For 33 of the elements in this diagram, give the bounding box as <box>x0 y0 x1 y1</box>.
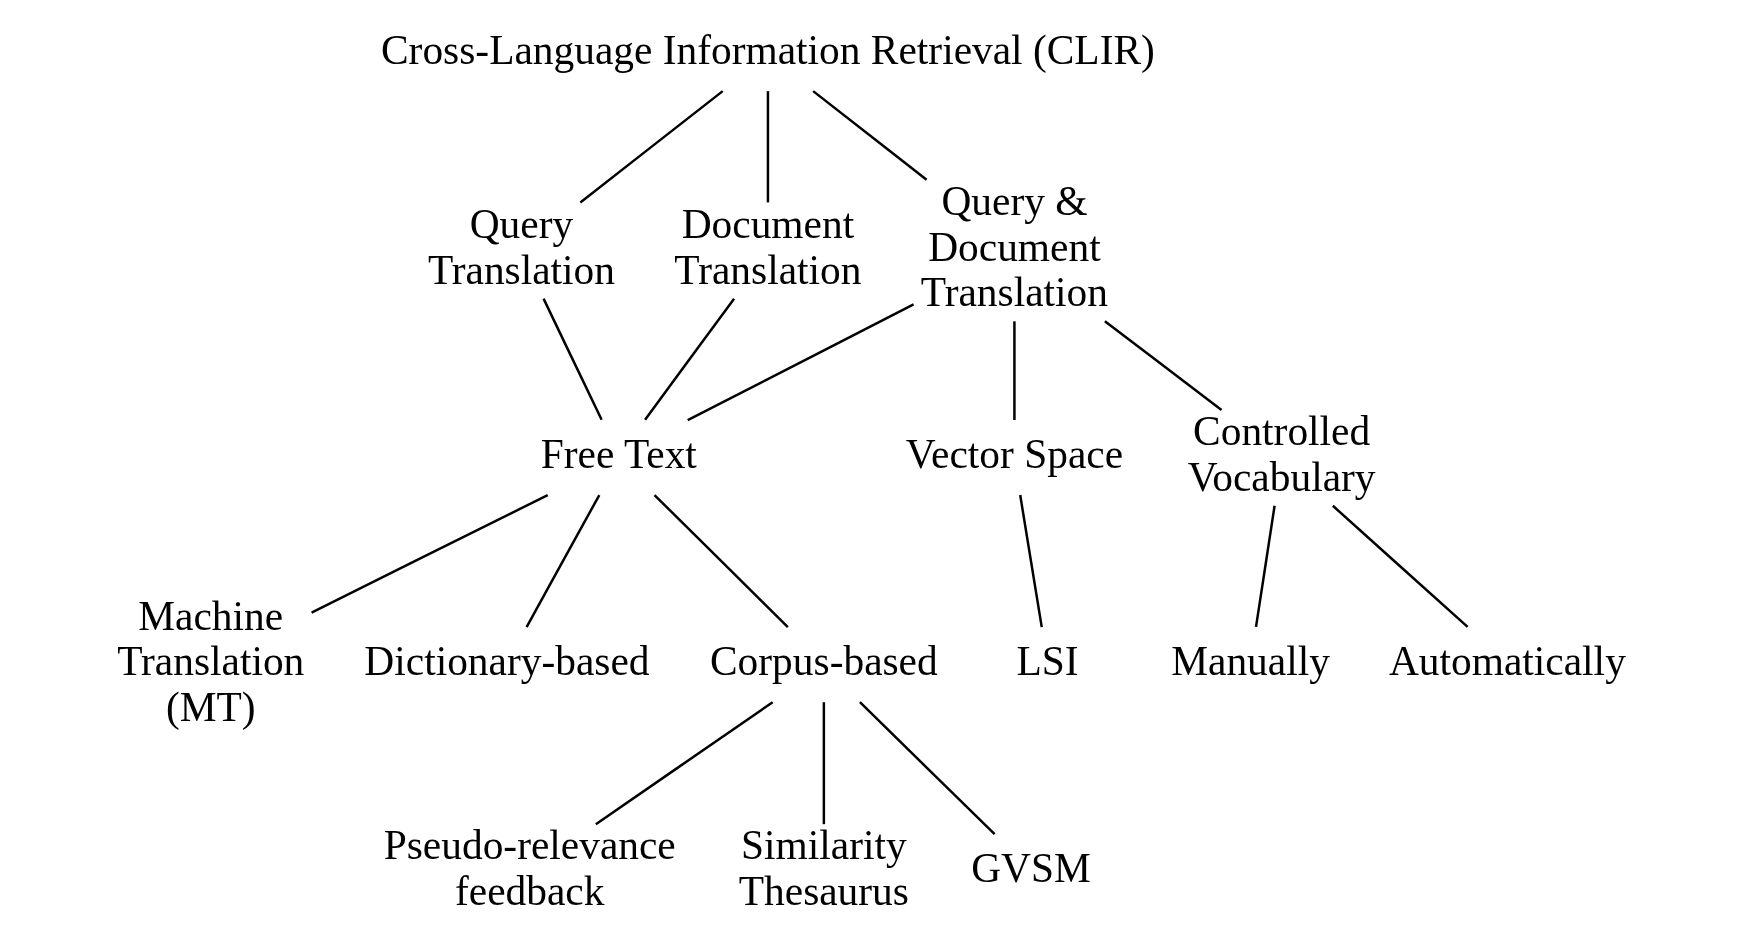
node-text: Free Text <box>540 431 697 477</box>
connector <box>541 298 603 421</box>
connector <box>1012 321 1016 420</box>
connector <box>811 90 927 181</box>
connector <box>310 493 548 614</box>
connector <box>822 702 825 825</box>
node-text: Dictionary-based <box>363 638 650 685</box>
node-text: Vector Space <box>905 431 1123 477</box>
node-text: Cross-Language Information Retrieval (CLIR) <box>380 27 1155 74</box>
connector <box>1103 320 1222 411</box>
node-text: Machine Translation (MT) <box>116 592 304 730</box>
connector <box>1254 505 1276 628</box>
node-text: Pseudo-relevance feedback <box>383 822 676 915</box>
node-text: Controlled Vocabulary <box>1187 408 1376 500</box>
connector <box>653 494 789 628</box>
node-text: Document Translation <box>673 201 861 293</box>
node-text: Query Translation <box>427 201 615 293</box>
node-text: Similarity Thesaurus <box>738 822 909 915</box>
connector <box>579 90 723 204</box>
node-text: Automatically <box>1388 638 1626 685</box>
node-text: LSI <box>1016 638 1079 685</box>
connector <box>1331 504 1468 628</box>
node-text: Manually <box>1170 638 1330 685</box>
node-text: Corpus-based <box>709 638 938 685</box>
node-text: Query & Document Translation <box>920 178 1108 316</box>
connector <box>594 701 773 826</box>
connector <box>858 701 995 836</box>
connector <box>766 91 769 203</box>
connector <box>686 303 914 422</box>
node-text: GVSM <box>970 845 1091 892</box>
connector <box>1018 494 1043 628</box>
connector <box>525 494 600 628</box>
connector <box>643 297 735 421</box>
